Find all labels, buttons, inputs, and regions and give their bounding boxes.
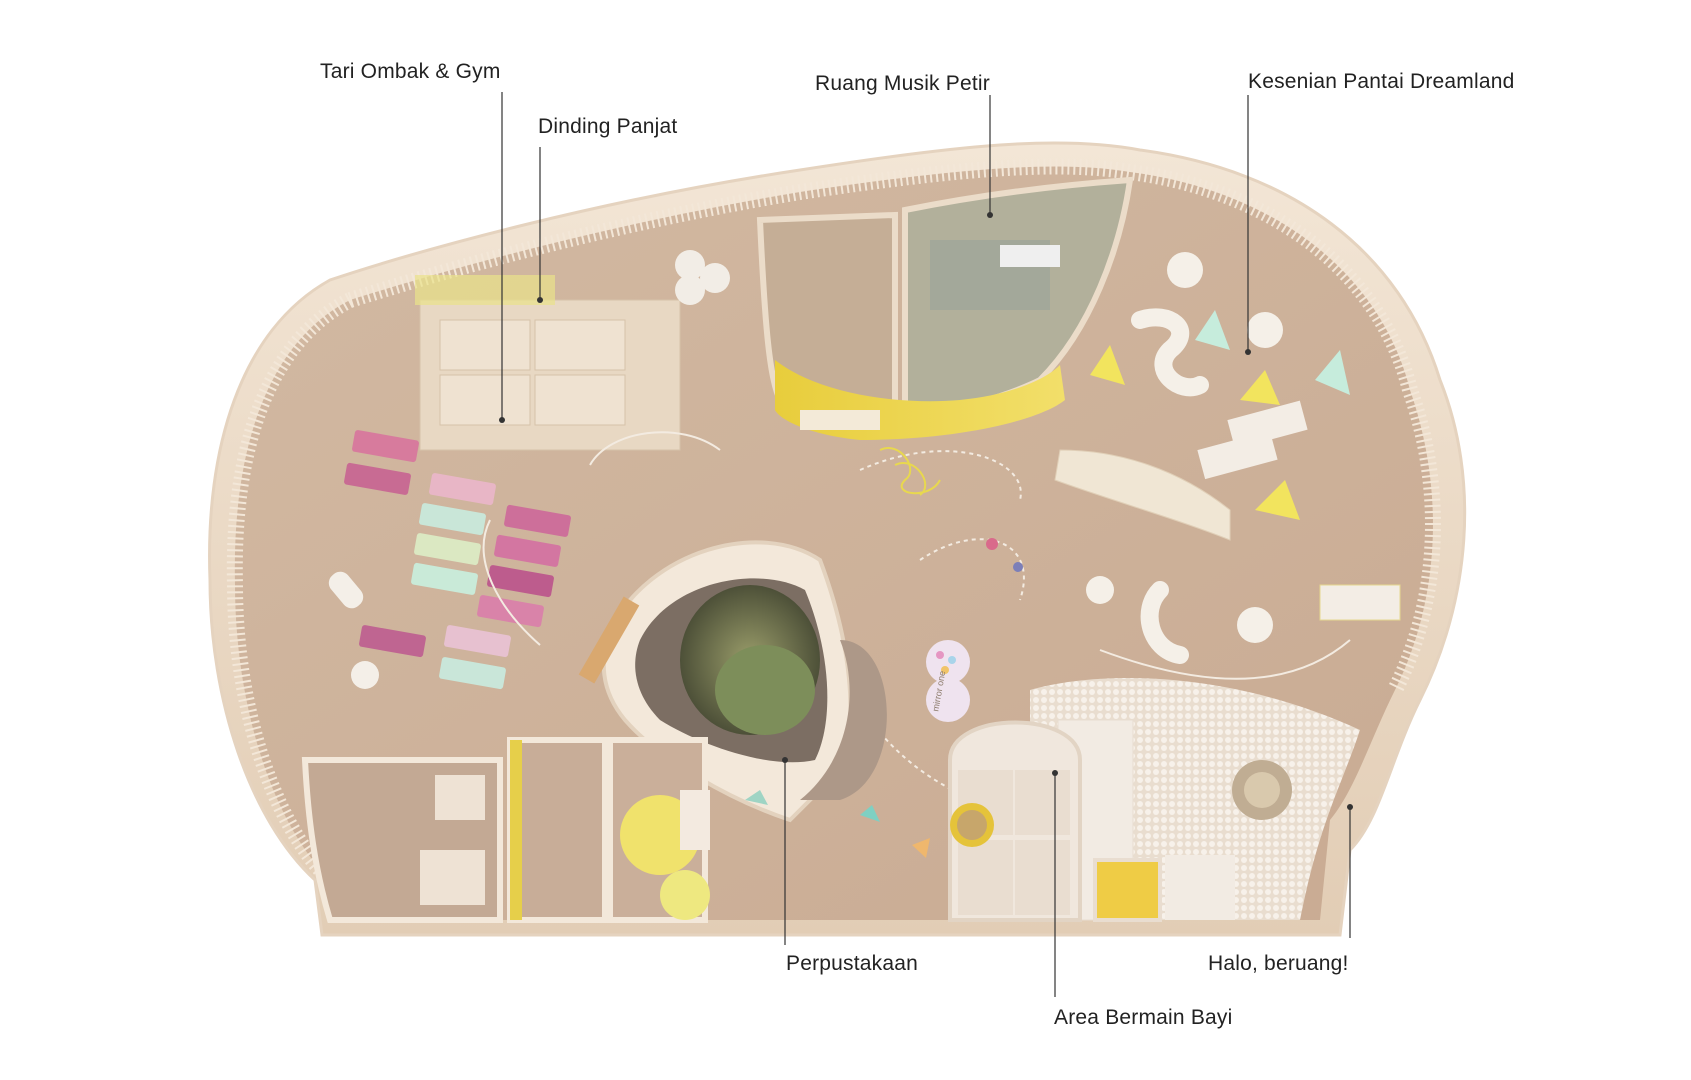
label-kesenian-pantai-dreamland: Kesenian Pantai Dreamland	[1248, 70, 1515, 93]
climbing-wall-area	[415, 250, 730, 451]
art-area	[1054, 252, 1401, 664]
leader-dots	[499, 212, 1353, 810]
baby-play-area	[948, 678, 1360, 922]
label-area-bermain-bayi: Area Bermain Bayi	[1054, 1006, 1233, 1029]
gym-mats	[328, 430, 571, 690]
label-dinding-panjat: Dinding Panjat	[538, 115, 678, 138]
label-ruang-musik-petir: Ruang Musik Petir	[815, 72, 990, 95]
restrooms	[301, 737, 710, 923]
label-tari-ombak-gym: Tari Ombak & Gym	[320, 60, 501, 83]
leader-lines	[501, 92, 1351, 997]
label-perpustakaan: Perpustakaan	[786, 952, 918, 975]
floor-circles	[926, 538, 1023, 722]
yellow-scribble	[879, 447, 941, 496]
music-room	[756, 176, 1134, 440]
label-halo-beruang: Halo, beruang!	[1208, 952, 1349, 975]
